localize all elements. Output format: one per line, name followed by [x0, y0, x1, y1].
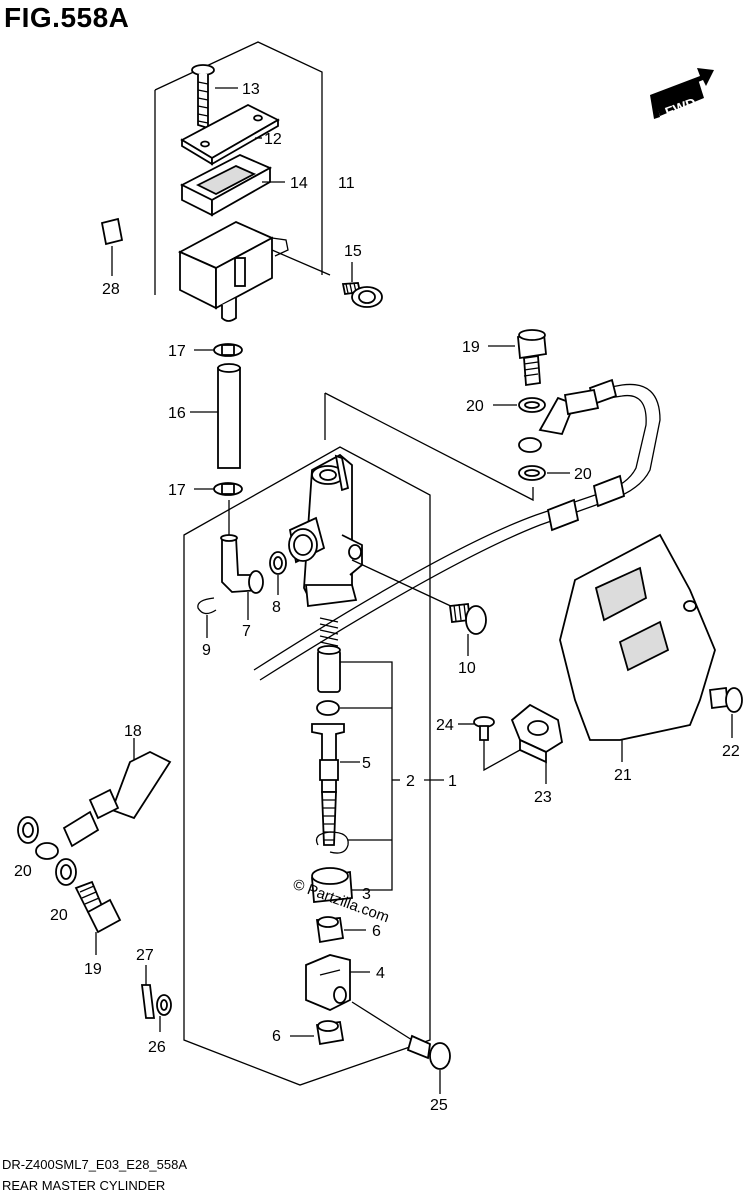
warning-label-tag	[100, 217, 124, 276]
brake-hose-lower	[35, 738, 172, 860]
union-bolt-upper	[488, 329, 547, 387]
callout-12: 12	[264, 131, 282, 148]
callout-23: 23	[534, 789, 552, 806]
callout-19-lower: 19	[84, 961, 102, 978]
hose-clamp-lower	[194, 482, 243, 496]
callout-2: 2	[406, 773, 415, 790]
piston-spring	[319, 617, 339, 647]
callout-18: 18	[124, 723, 142, 740]
fwd-arrow-icon: FWD	[650, 68, 714, 120]
callout-26: 26	[148, 1039, 166, 1056]
master-cylinder-guard	[559, 533, 716, 762]
callout-1: 1	[448, 773, 457, 790]
callout-13: 13	[242, 81, 260, 98]
callout-11: 11	[338, 175, 355, 192]
piston-assembly-bracket	[340, 661, 444, 891]
callout-27: 27	[136, 947, 154, 964]
sealing-washer-lower-b	[55, 858, 77, 886]
callout-15: 15	[344, 243, 362, 260]
sealing-washer-lower-a	[17, 816, 39, 844]
piston-rod	[311, 723, 360, 846]
callout-8: 8	[272, 599, 281, 616]
diagram-name: REAR MASTER CYLINDER	[2, 1178, 166, 1193]
callout-10: 10	[458, 660, 476, 677]
callout-5: 5	[362, 755, 371, 772]
hose-guide-bracket	[510, 703, 563, 784]
callout-22: 22	[722, 743, 740, 760]
figure-title: FIG.558A	[4, 2, 130, 33]
callout-14: 14	[290, 175, 308, 192]
master-cylinder-group-bracket	[183, 446, 431, 1086]
piston-cup-upper	[317, 645, 341, 693]
callout-24: 24	[436, 717, 454, 734]
callout-21: 21	[614, 767, 632, 784]
callout-4: 4	[376, 965, 385, 982]
clevis-washer	[156, 994, 172, 1032]
reservoir-cap-plate	[180, 103, 280, 166]
reservoir-cap-screw	[191, 64, 238, 130]
master-cylinder-body	[288, 453, 456, 609]
piston-circlip	[315, 831, 349, 854]
callout-20-upper-a: 20	[466, 398, 484, 415]
union-bolt-lower	[74, 880, 122, 955]
push-rod-clevis	[305, 954, 370, 1011]
callout-25: 25	[430, 1097, 448, 1114]
callout-20-upper-b: 20	[574, 466, 592, 483]
hose-reference-line	[324, 392, 534, 502]
banjo-fitting-upper	[518, 388, 600, 453]
push-rod-nut-lower	[290, 1020, 345, 1046]
callout-7: 7	[242, 623, 251, 640]
callout-3: 3	[362, 886, 371, 903]
callout-19-upper: 19	[462, 339, 480, 356]
callout-16: 16	[168, 405, 186, 422]
callout-17-lower: 17	[168, 482, 186, 499]
reservoir-hose	[190, 363, 241, 469]
callout-6-lower: 6	[272, 1028, 281, 1045]
callout-20-lower-b: 20	[50, 907, 68, 924]
sealing-washer-upper-a	[493, 397, 546, 413]
hose-connector	[220, 500, 264, 620]
push-rod-nut-upper	[315, 916, 366, 944]
callout-17-upper: 17	[168, 343, 186, 360]
guard-bolt	[709, 686, 743, 738]
piston-boot	[311, 867, 353, 903]
cotter-pin	[140, 965, 156, 1019]
diagram-code: DR-Z400SML7_E03_E28_558A	[2, 1157, 188, 1172]
piston-seal	[316, 700, 340, 716]
sealing-washer-upper-b	[518, 465, 570, 481]
reservoir-tank	[177, 220, 331, 322]
callout-9: 9	[202, 642, 211, 659]
connector-o-ring	[269, 551, 287, 595]
callout-labels: 13 12 14 11 28 15 17 16 17 19 20 20 8 7 …	[14, 81, 740, 1114]
cylinder-mount-bolt	[448, 603, 487, 656]
callout-20-lower-a: 20	[14, 863, 32, 880]
reservoir-diaphragm	[180, 154, 285, 217]
reservoir-mount-bolt	[341, 262, 383, 308]
bracket-screw	[458, 716, 521, 772]
hose-clamp-upper	[194, 343, 243, 357]
callout-6-upper: 6	[372, 923, 381, 940]
clevis-pin	[351, 1001, 451, 1094]
connector-circlip	[197, 597, 217, 638]
callout-28: 28	[102, 281, 120, 298]
